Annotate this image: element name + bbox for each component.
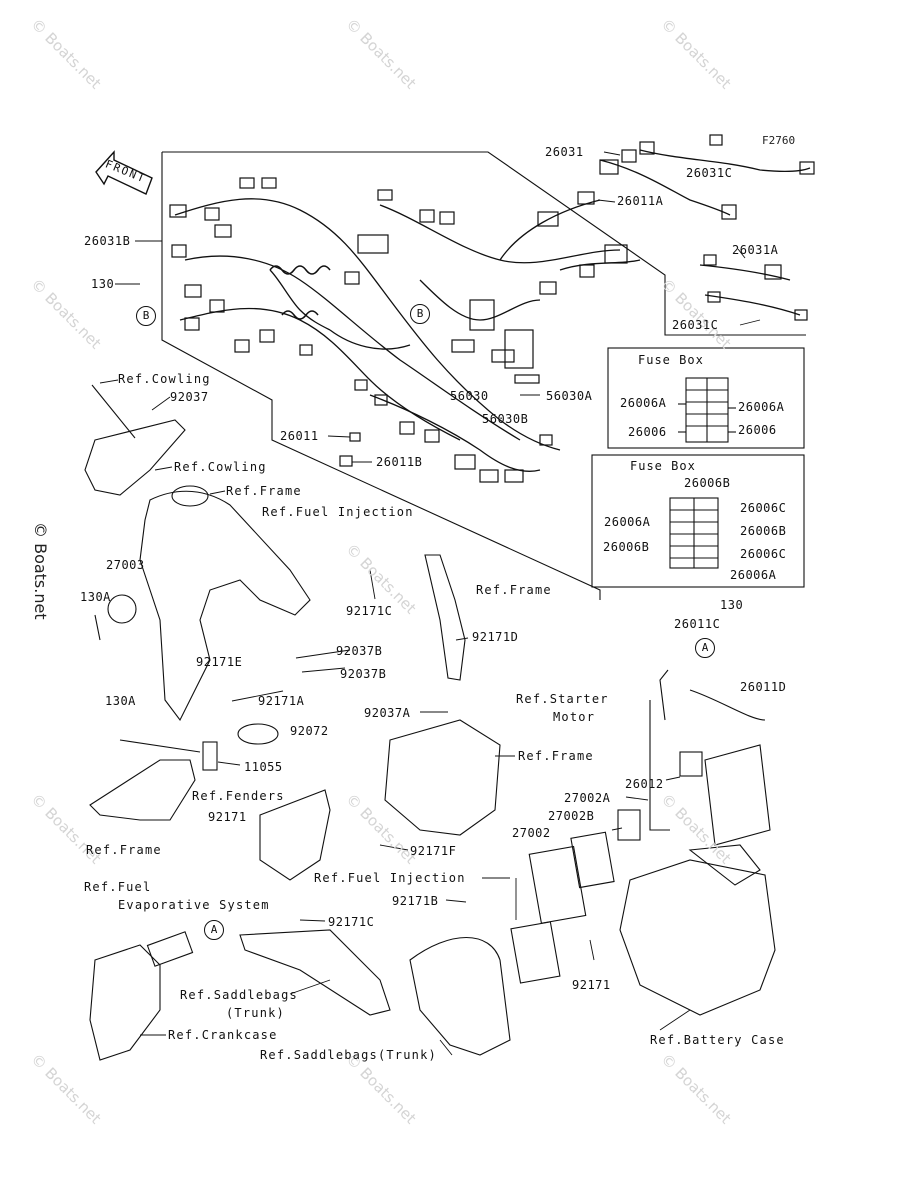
part-label: 26031C <box>686 166 733 180</box>
part-label: 26011B <box>376 455 423 469</box>
cowling-bracket <box>84 419 186 496</box>
part-label: 26006B <box>684 476 731 490</box>
reference-label: Ref.Cowling <box>118 372 211 386</box>
part-label: 26031 <box>545 145 584 159</box>
part-label: 56030B <box>482 412 529 426</box>
part-label: 26011A <box>617 194 664 208</box>
reference-label: Ref.Frame <box>518 749 594 763</box>
part-label: 56030 <box>450 389 489 403</box>
part-label: 130 <box>720 598 744 612</box>
reference-label: Ref.Fuel <box>84 880 152 894</box>
frame-bracket-right <box>424 554 466 681</box>
part-label: 26031A <box>732 243 779 257</box>
battery <box>704 744 771 846</box>
part-label: 130A <box>105 694 136 708</box>
part-label: 27002B <box>548 809 595 823</box>
part-label: 92171D <box>472 630 519 644</box>
part-label: 92171B <box>392 894 439 908</box>
part-label: 26006B <box>740 524 787 538</box>
harness-coil <box>269 265 331 275</box>
reference-label: Ref.Frame <box>476 583 552 597</box>
reference-label: Evaporative System <box>118 898 270 912</box>
part-label: 92037B <box>340 667 387 681</box>
fuel-evaporative <box>89 944 161 1061</box>
part-label: 27002 <box>512 826 551 840</box>
reference-label: Ref.Fuel Injection <box>314 871 466 885</box>
frame-tray <box>384 719 501 836</box>
saddlebag-frame <box>239 929 391 1016</box>
part-label: 92037A <box>364 706 411 720</box>
fuse-box-1-title: Fuse Box <box>638 353 704 367</box>
part-label: 92171C <box>346 604 393 618</box>
part-label: 26011 <box>280 429 319 443</box>
fuse-box-1-frame <box>607 347 805 449</box>
wiring-harness <box>174 149 811 472</box>
reference-label: Ref.Fenders <box>192 789 285 803</box>
reference-label: (Trunk) <box>226 1006 285 1020</box>
part-label: 92072 <box>290 724 329 738</box>
ecu-unit <box>528 845 587 924</box>
callout-a: A <box>695 638 715 658</box>
part-label: 26006B <box>603 540 650 554</box>
part-label: 92171C <box>328 915 375 929</box>
part-label: 92171 <box>208 810 247 824</box>
part-label: 26031C <box>672 318 719 332</box>
part-label: 26006 <box>738 423 777 437</box>
part-label: 26006C <box>740 501 787 515</box>
part-label: 130A <box>80 590 111 604</box>
part-label: 26031B <box>84 234 131 248</box>
side-watermark: © Boats.net <box>31 522 50 620</box>
part-label: 92171 <box>572 978 611 992</box>
part-label: 92171E <box>196 655 243 669</box>
reference-label: Ref.Battery Case <box>650 1033 785 1047</box>
reference-label: Ref.Crankcase <box>168 1028 278 1042</box>
figure-code: F2760 <box>762 134 796 147</box>
reference-label: Ref.Fuel Injection <box>262 505 414 519</box>
part-label: 26006A <box>730 568 777 582</box>
reference-label: Ref.Cowling <box>174 460 267 474</box>
part-label: 27003 <box>106 558 145 572</box>
part-label: 26006A <box>738 400 785 414</box>
harness-boundary <box>161 151 806 600</box>
part-label: 26006A <box>604 515 651 529</box>
part-label: 92037B <box>336 644 383 658</box>
callout-b: B <box>410 304 430 324</box>
part-label: 26006A <box>620 396 667 410</box>
part-label: 26006 <box>628 425 667 439</box>
harness-connectors <box>169 134 815 483</box>
part-label: 56030A <box>546 389 593 403</box>
frame-lower-left <box>89 759 196 821</box>
fender <box>259 789 331 881</box>
part-label: 27002A <box>564 791 611 805</box>
part-label: 26011D <box>740 680 787 694</box>
part-label: 26006C <box>740 547 787 561</box>
saddlebag-trunk <box>409 936 511 1056</box>
fuse-box-2-title: Fuse Box <box>630 459 696 473</box>
reference-label: Ref.Starter <box>516 692 609 706</box>
part-label: 130 <box>91 277 115 291</box>
part-label: 92171F <box>410 844 457 858</box>
battery-case <box>619 859 776 1016</box>
reference-label: Ref.Frame <box>226 484 302 498</box>
callout-a: A <box>204 920 224 940</box>
part-label: 11055 <box>244 760 283 774</box>
reference-label: Ref.Saddlebags(Trunk) <box>260 1048 437 1062</box>
front-arrow-icon <box>95 150 153 195</box>
reference-label: Ref.Frame <box>86 843 162 857</box>
reference-label: Motor <box>553 710 596 724</box>
frame-left <box>139 490 311 722</box>
part-label: 26012 <box>625 777 664 791</box>
callout-b: B <box>136 306 156 326</box>
part-label: 92171A <box>258 694 305 708</box>
reference-label: Ref.Saddlebags <box>180 988 298 1002</box>
part-label: 26011C <box>674 617 721 631</box>
fuse-box-2-frame <box>591 454 805 588</box>
part-label: 92037 <box>170 390 209 404</box>
